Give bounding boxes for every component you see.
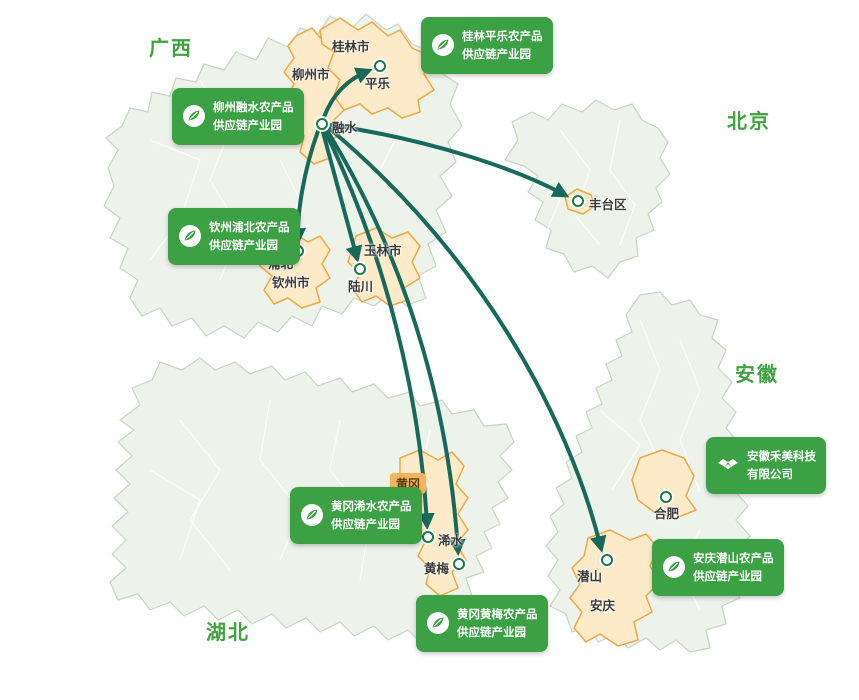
callout-line: 供应链产业园 xyxy=(213,118,282,133)
city-label-qinzhou: 钦州市 xyxy=(272,275,310,290)
marker-huangmei xyxy=(453,558,465,570)
callout-line: 桂林平乐农产品 xyxy=(462,29,543,43)
flow-arrow-rongshui-to-xishui xyxy=(324,131,435,531)
handshake-icon xyxy=(718,459,738,470)
callout-huanggang-huangmei: 黄冈黄梅农产品 供应链产业园 xyxy=(416,595,548,652)
hefei-highlight-region xyxy=(631,449,697,519)
city-label-hefei: 合肥 xyxy=(654,506,680,521)
city-label-rongshui: 融水 xyxy=(332,120,358,135)
marker-rongshui xyxy=(316,118,328,130)
anqing-qianshan-highlight-region xyxy=(569,529,661,647)
province-label-guangxi: 广西 xyxy=(149,36,193,60)
flow-arrow-rongshui-to-fengtai xyxy=(329,123,570,198)
flow-arrow-rongshui-to-huangmei xyxy=(326,130,466,557)
callout-line: 黄冈黄梅农产品 xyxy=(457,607,538,621)
callout-qinzhou-pubei: 钦州浦北农产品 供应链产业园 xyxy=(168,208,300,265)
leaf-logo-icon xyxy=(183,105,205,128)
flow-arrow-rongshui-to-qianshan xyxy=(328,127,607,553)
marker-xishui xyxy=(422,531,434,543)
flow-arrows xyxy=(289,67,607,557)
callout-line: 供应链产业园 xyxy=(693,569,762,584)
province-label-hubei: 湖北 xyxy=(206,620,250,644)
leaf-logo-icon xyxy=(427,612,449,635)
callout-anhui-hemei: 安徽禾美科技 有限公司 xyxy=(706,437,826,494)
leaf-logo-icon xyxy=(301,504,323,527)
city-label-xishui: 浠水 xyxy=(438,533,464,548)
flow-arrow-rongshui-to-pingle xyxy=(322,67,373,119)
callout-line: 有限公司 xyxy=(747,467,793,482)
city-label-liuzhou: 柳州市 xyxy=(292,67,330,82)
beijing-map-shape xyxy=(504,99,671,279)
city-label-luchuan: 陆川 xyxy=(348,279,374,294)
province-label-anhui: 安徽 xyxy=(735,362,779,386)
callout-line: 柳州融水农产品 xyxy=(213,100,294,114)
leaf-logo-icon xyxy=(432,34,454,57)
callout-huanggang-xishui: 黄冈浠水农产品 供应链产业园 xyxy=(290,487,422,544)
city-label-anqing: 安庆 xyxy=(590,598,616,613)
callout-line: 钦州浦北农产品 xyxy=(209,220,290,234)
city-label-fengtai: 丰台区 xyxy=(589,197,627,212)
callout-anqing-qianshan: 安庆潜山农产品 供应链产业园 xyxy=(652,539,784,596)
city-label-huangmei: 黄梅 xyxy=(424,561,450,576)
callout-line: 黄冈浠水农产品 xyxy=(331,499,412,513)
callout-line: 供应链产业园 xyxy=(462,47,531,62)
marker-pingle xyxy=(374,60,386,72)
callout-line: 供应链产业园 xyxy=(331,517,400,532)
leaf-logo-icon xyxy=(179,225,201,248)
marker-luchuan xyxy=(354,263,366,275)
callout-line: 供应链产业园 xyxy=(457,625,526,640)
callout-line: 安徽禾美科技 xyxy=(747,449,816,463)
city-label-qianshan: 潜山 xyxy=(577,569,603,584)
marker-fengtai xyxy=(572,195,584,207)
leaf-logo-icon xyxy=(663,556,685,579)
city-label-pingle: 平乐 xyxy=(365,76,391,91)
city-label-yulin: 玉林市 xyxy=(364,243,402,258)
marker-qianshan xyxy=(601,554,613,566)
province-label-beijing: 北京 xyxy=(727,109,771,133)
callout-line: 供应链产业园 xyxy=(209,238,278,253)
callout-line: 安庆潜山农产品 xyxy=(693,551,774,565)
callout-guilin-pingle: 桂林平乐农产品 供应链产业园 xyxy=(421,17,553,74)
callout-liuzhou-rongshui: 柳州融水农产品 供应链产业园 xyxy=(172,88,304,145)
flow-arrow-rongshui-to-luchuan xyxy=(321,130,363,263)
marker-hefei xyxy=(660,491,672,503)
city-label-guilin: 桂林市 xyxy=(332,39,370,54)
